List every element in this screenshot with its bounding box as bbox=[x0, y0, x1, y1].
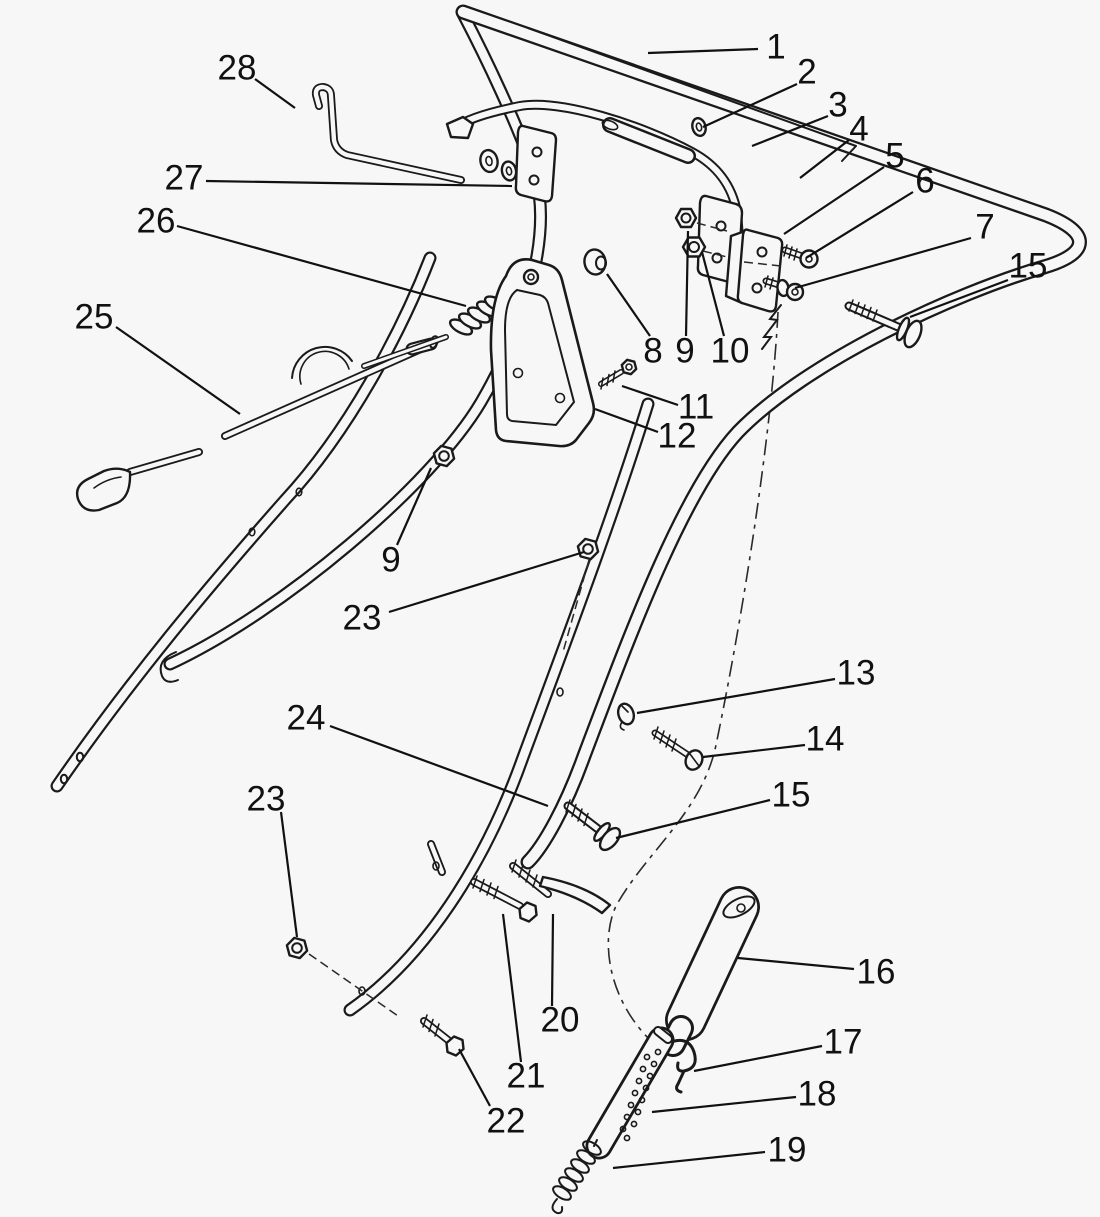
leader-line-16 bbox=[737, 956, 855, 971]
grip-cylinder-16 bbox=[673, 892, 758, 1044]
grommet-8 bbox=[583, 248, 607, 276]
leader-line-26 bbox=[176, 224, 467, 308]
part-label-26: 26 bbox=[137, 202, 176, 241]
lower-right-handle-tube bbox=[350, 404, 648, 1010]
part-label-12: 12 bbox=[658, 417, 697, 456]
part-label-7: 7 bbox=[975, 208, 994, 247]
leader-line-21 bbox=[501, 913, 523, 1063]
part-label-24: 24 bbox=[287, 699, 326, 738]
part-label-23b: 23 bbox=[247, 780, 286, 819]
lower-left-handle-tube bbox=[57, 258, 430, 786]
leader-line-24 bbox=[329, 724, 549, 808]
leader-line-9b bbox=[395, 467, 433, 546]
leader-line-18 bbox=[651, 1095, 797, 1114]
part-label-20: 20 bbox=[541, 1001, 580, 1040]
flange-nut-23-lower bbox=[285, 936, 399, 1017]
leader-line-17 bbox=[693, 1044, 823, 1073]
part-label-18: 18 bbox=[798, 1075, 837, 1114]
carriage-bolt-15-lower bbox=[566, 799, 622, 852]
lock-nut-9 bbox=[674, 207, 698, 229]
cable-routing-line bbox=[607, 311, 779, 1041]
strap-holes bbox=[619, 1048, 662, 1142]
part-label-10: 10 bbox=[711, 332, 750, 371]
part-label-28: 28 bbox=[218, 49, 257, 88]
perforated-strap-18 bbox=[599, 1031, 668, 1146]
leader-line-15a bbox=[909, 278, 1009, 319]
part-label-16: 16 bbox=[857, 953, 896, 992]
leader-line-23b bbox=[279, 811, 299, 938]
washer-screw-13 bbox=[616, 702, 636, 731]
leader-line-9a bbox=[684, 230, 690, 337]
carriage-bolt-15-right bbox=[849, 299, 923, 349]
crank-rod-28 bbox=[316, 87, 461, 180]
leader-line-2 bbox=[702, 82, 798, 129]
leader-line-15b bbox=[615, 798, 771, 840]
part-label-13: 13 bbox=[837, 654, 876, 693]
leader-line-4 bbox=[799, 139, 850, 179]
leader-line-27 bbox=[205, 179, 513, 188]
leader-line-5 bbox=[783, 166, 885, 235]
part-label-11: 11 bbox=[678, 388, 714, 427]
support-bracket-12 bbox=[489, 248, 638, 448]
leader-line-19 bbox=[612, 1150, 766, 1170]
leader-line-23a bbox=[388, 550, 585, 614]
screw-11 bbox=[601, 358, 638, 390]
part-label-17: 17 bbox=[824, 1023, 863, 1062]
leader-line-14 bbox=[702, 743, 806, 759]
hook-17 bbox=[664, 1038, 697, 1094]
leader-line-3 bbox=[751, 114, 829, 148]
leader-line-8 bbox=[606, 273, 651, 337]
screw-6 bbox=[784, 244, 819, 269]
bolt-20-and-guide bbox=[512, 859, 612, 915]
leader-line-10 bbox=[700, 251, 726, 337]
bail-flat-tip bbox=[445, 115, 475, 140]
part-label-6: 6 bbox=[915, 162, 934, 201]
upper-left-handle-tube bbox=[159, 14, 541, 683]
part-label-15a: 15 bbox=[1009, 247, 1048, 286]
leader-line-20 bbox=[550, 913, 555, 1007]
part-label-4: 4 bbox=[849, 110, 868, 149]
washer-27 bbox=[479, 148, 499, 174]
lock-nut-9-lower bbox=[432, 444, 456, 468]
flange-nut-23-upper bbox=[562, 537, 600, 653]
leader-line-28 bbox=[254, 78, 296, 109]
part-label-25: 25 bbox=[75, 298, 114, 337]
leader-line-22 bbox=[458, 1048, 491, 1107]
leader-line-11 bbox=[621, 384, 679, 407]
wiring-arrow-mark bbox=[761, 304, 782, 350]
part-label-2: 2 bbox=[797, 53, 816, 92]
leader-line-13 bbox=[636, 677, 836, 715]
part-label-5: 5 bbox=[885, 137, 904, 176]
left-pivot-plate bbox=[479, 124, 558, 203]
leader-line-12 bbox=[594, 407, 659, 434]
part-label-15b: 15 bbox=[772, 776, 811, 815]
part-label-19: 19 bbox=[768, 1131, 807, 1170]
cable-guide-arc bbox=[291, 345, 353, 379]
leader-line-7 bbox=[794, 236, 972, 290]
part-label-21: 21 bbox=[507, 1057, 546, 1096]
leader-line-6 bbox=[805, 191, 914, 259]
part-label-3: 3 bbox=[828, 86, 847, 125]
part-label-8: 8 bbox=[643, 332, 662, 371]
extension-spring-19 bbox=[551, 1139, 602, 1215]
leader-line-25 bbox=[115, 326, 241, 415]
part-label-22: 22 bbox=[487, 1102, 526, 1141]
part-label-9b: 9 bbox=[381, 541, 400, 580]
part-label-27: 27 bbox=[165, 159, 204, 198]
part-label-9a: 9 bbox=[675, 332, 694, 371]
hex-bolt-22 bbox=[423, 1014, 465, 1057]
part-label-14: 14 bbox=[806, 720, 845, 759]
hex-bolt-21 bbox=[473, 875, 538, 923]
screw-14 bbox=[654, 726, 704, 771]
part-label-1: 1 bbox=[766, 28, 785, 67]
part-label-23a: 23 bbox=[343, 599, 382, 638]
leader-line-1 bbox=[647, 47, 759, 55]
